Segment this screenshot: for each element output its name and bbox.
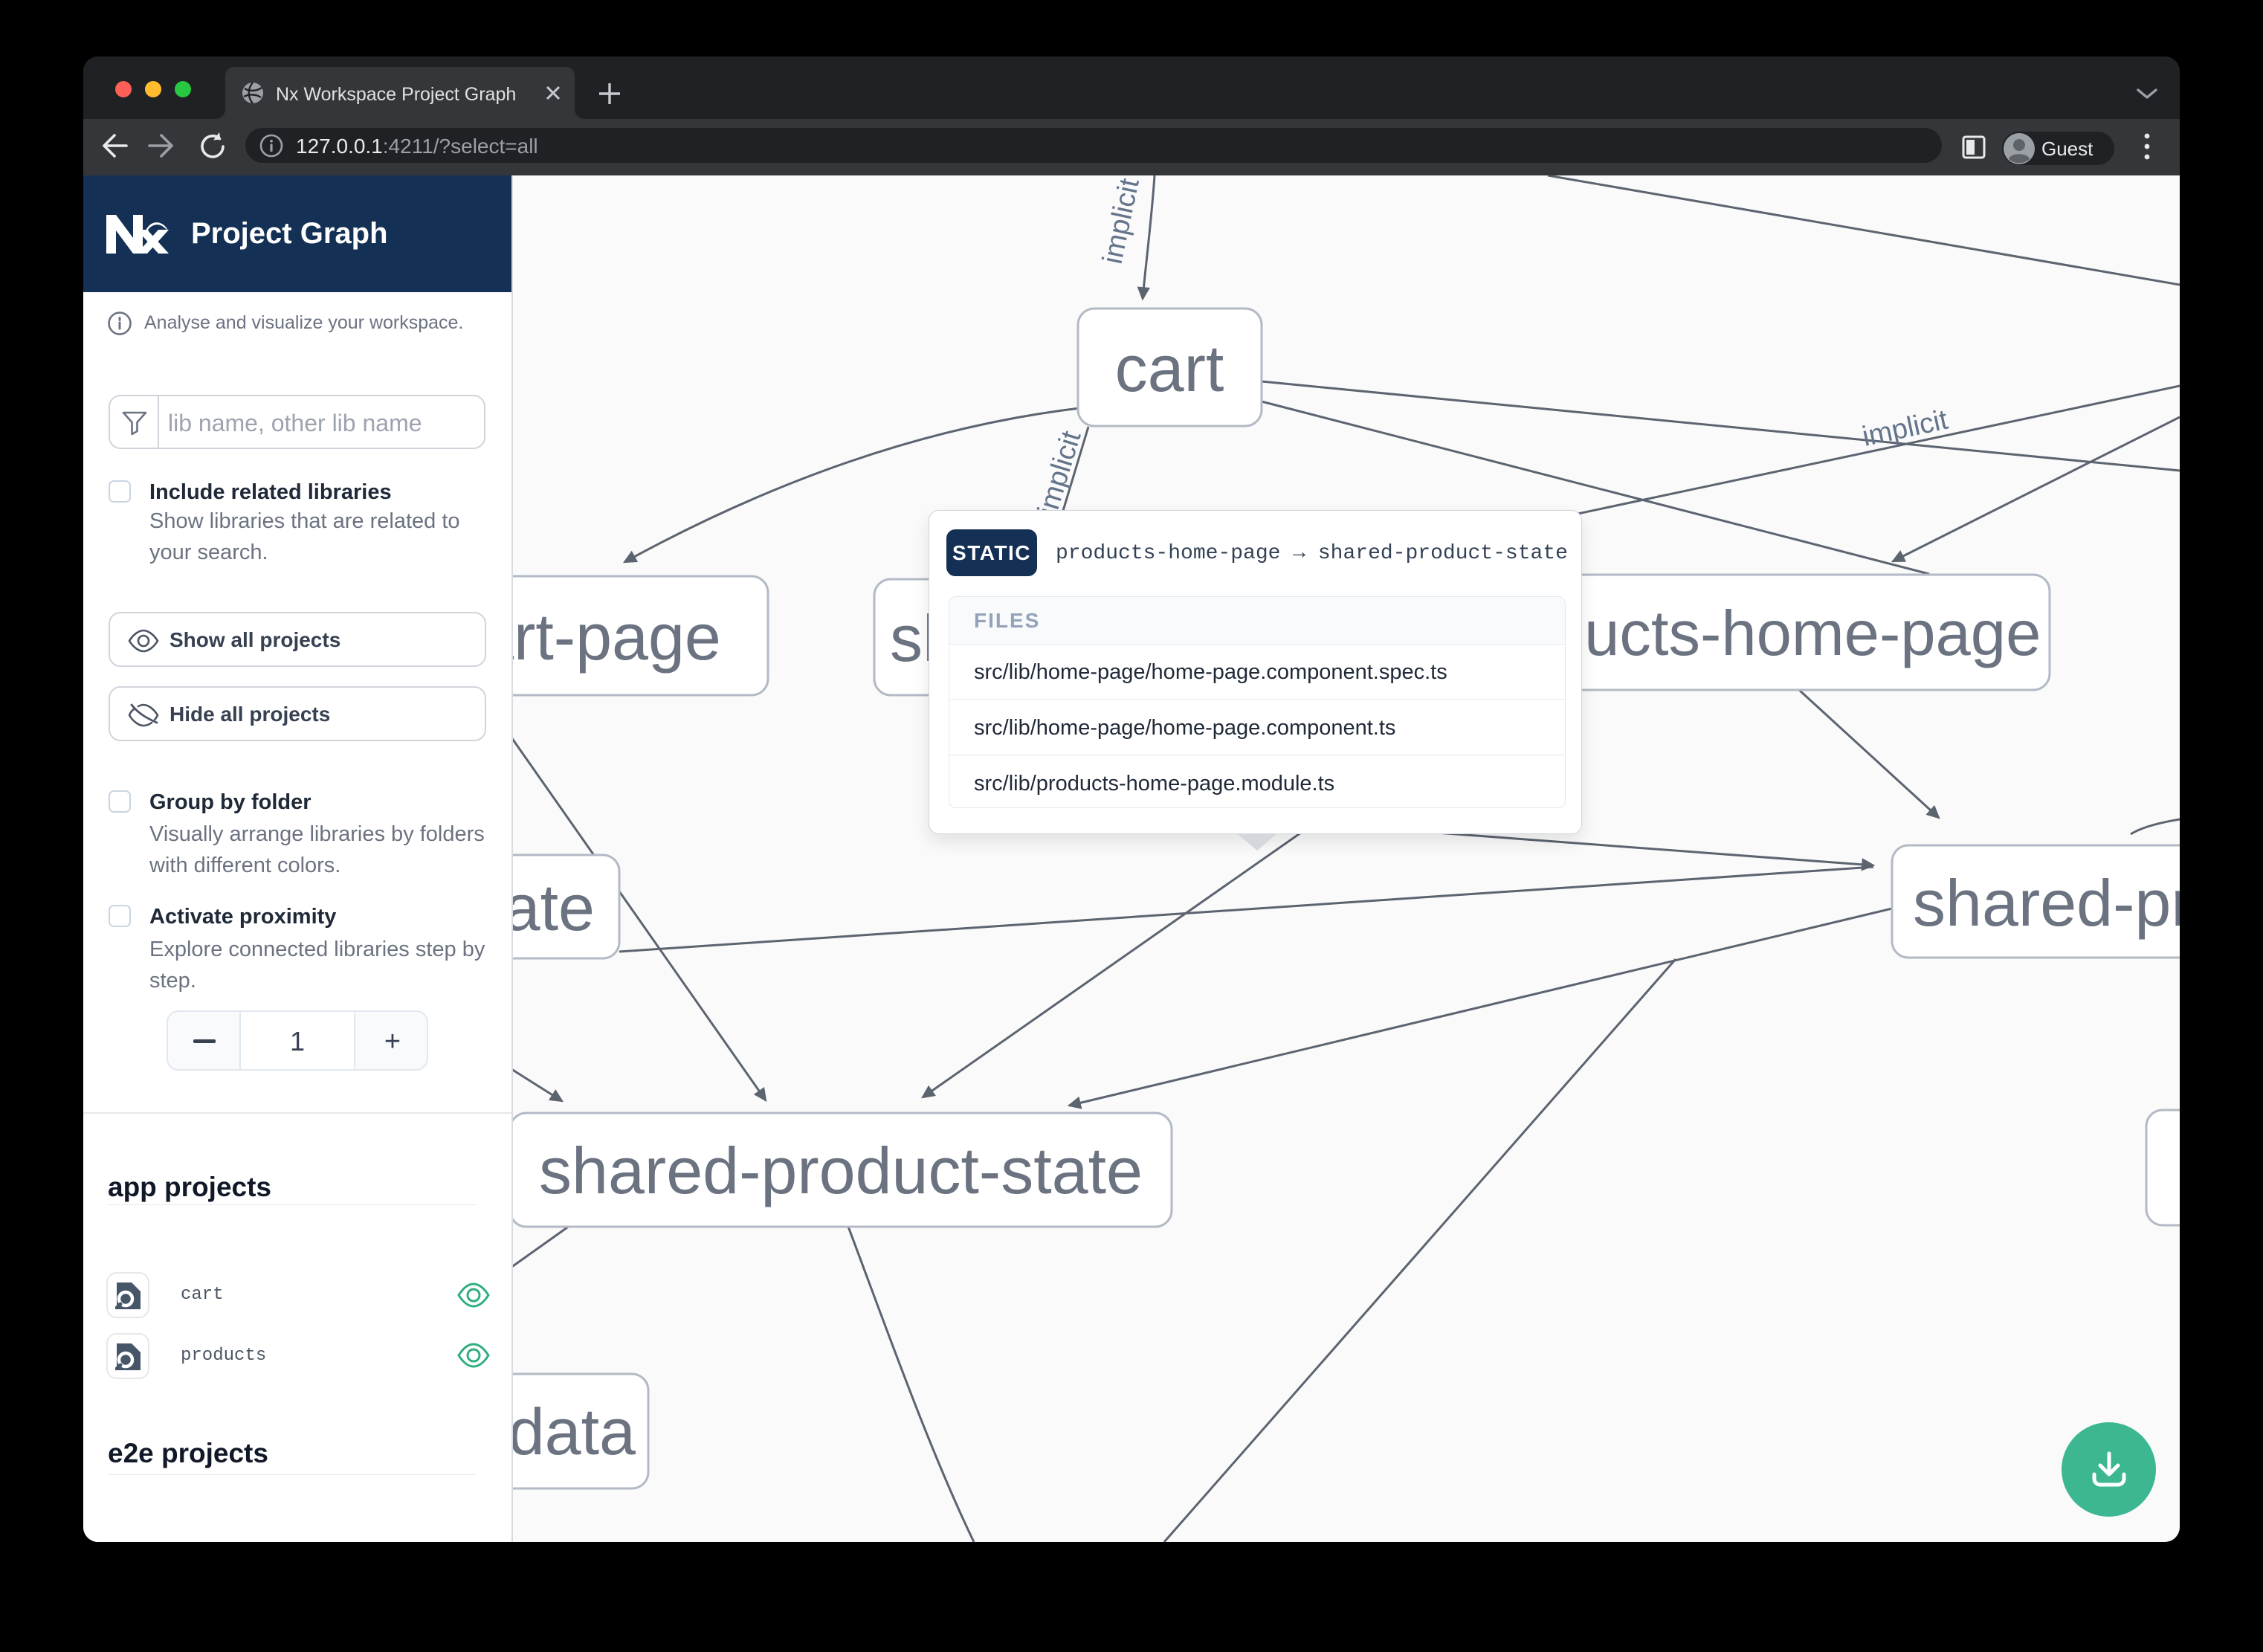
- svg-text:shared-product-ui: shared-product-ui: [1913, 866, 2180, 940]
- svg-text:implicit: implicit: [1859, 404, 1951, 453]
- svg-text:implicit: implicit: [1032, 427, 1087, 519]
- svg-text:shared-product-state: shared-product-state: [539, 1134, 1143, 1207]
- svg-text:implicit: implicit: [1097, 175, 1146, 267]
- svg-text:cart: cart: [1115, 332, 1224, 405]
